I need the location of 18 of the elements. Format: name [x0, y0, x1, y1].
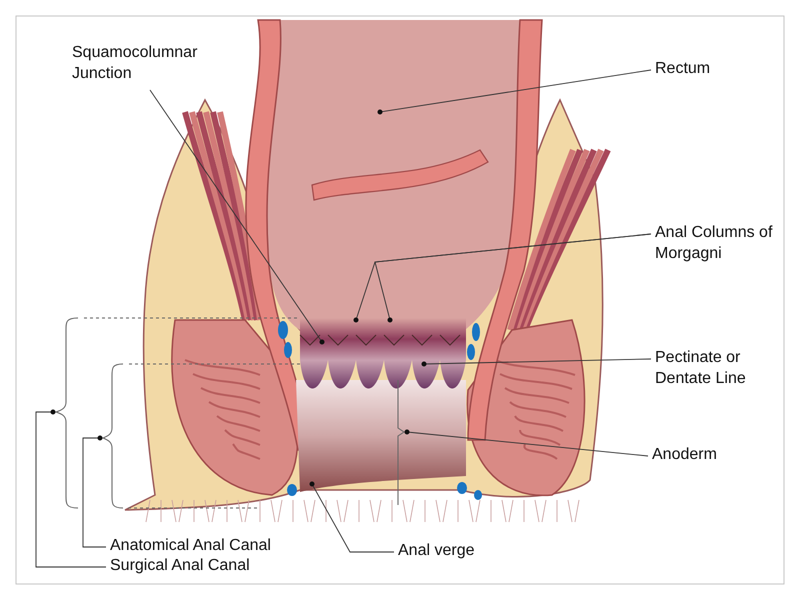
part-label: Surgical Anal Canal — [110, 555, 330, 576]
part-label: Pectinate or Dentate Line — [655, 347, 775, 389]
bracket — [398, 380, 405, 506]
leader-line — [36, 410, 106, 568]
leader-line — [150, 90, 324, 344]
part-label: Anal verge — [398, 540, 518, 561]
bracket — [102, 364, 124, 508]
part-label: Squamocolumnar Junction — [72, 42, 242, 84]
part-label: Anal Columns of Morgagni — [655, 222, 775, 264]
bracket — [56, 318, 78, 508]
leader-line — [310, 482, 394, 552]
leader-line — [82, 436, 106, 548]
part-label: Anoderm — [652, 444, 772, 465]
leader-line — [422, 358, 652, 366]
leader-line — [404, 430, 648, 456]
part-label: Anatomical Anal Canal — [110, 535, 330, 556]
part-label: Rectum — [655, 58, 775, 79]
leader-line — [378, 70, 652, 114]
